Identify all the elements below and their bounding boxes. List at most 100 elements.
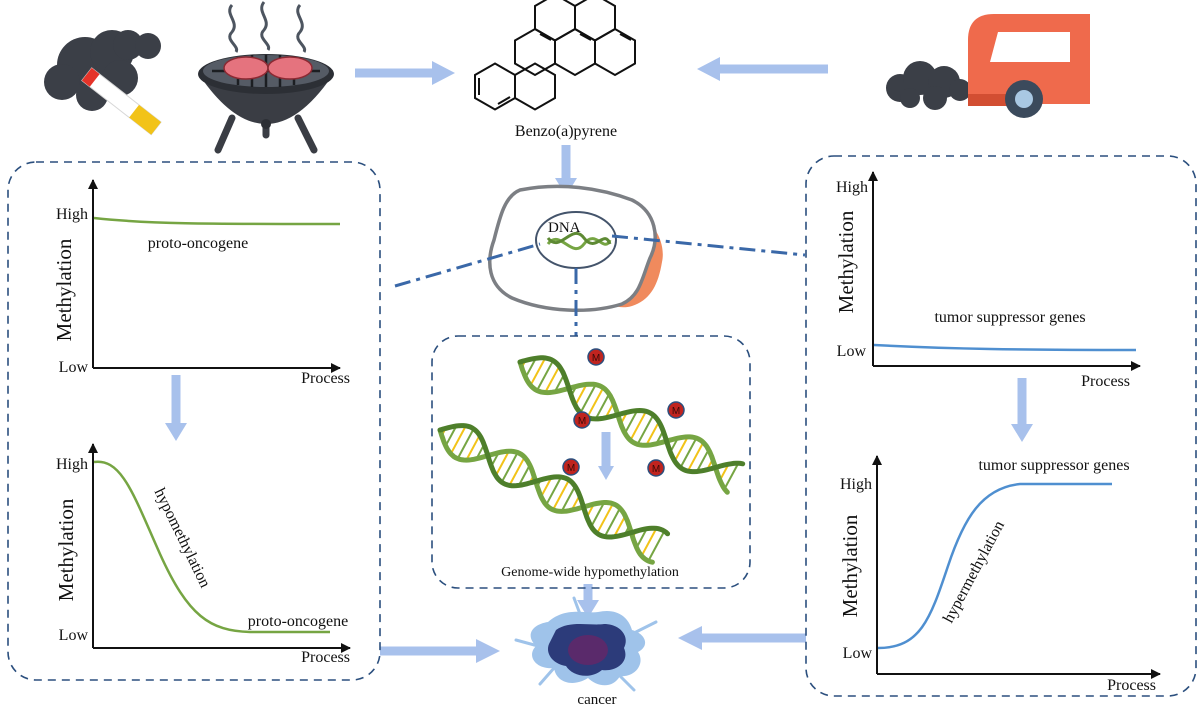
x-axis-label: Process [301, 370, 350, 387]
y-axis-label: Methylation [52, 238, 76, 341]
helix-rung [629, 410, 647, 441]
x-axis-label: Process [301, 649, 350, 666]
left-panel [7, 161, 381, 681]
center-panel [431, 335, 751, 589]
helix-rung [596, 503, 614, 534]
helix-rung [456, 428, 475, 460]
helix-rung [529, 357, 547, 386]
dna-helix-2 [437, 423, 671, 565]
dna-helix-1 [517, 355, 746, 495]
y-high-label: High [56, 206, 88, 223]
hypomethylation-curve [93, 460, 330, 634]
chart-right-top: High Low Methylation Process tumor suppr… [834, 171, 1141, 390]
smoke-cloud-left [44, 30, 161, 111]
helix-rung [524, 357, 537, 378]
helix-rung [594, 393, 611, 420]
trend-label: hypermethylation [940, 518, 1008, 626]
helix-rung [613, 515, 627, 538]
helix-strand [437, 423, 671, 540]
helix-rung [560, 485, 576, 512]
methyl-mark [647, 459, 665, 477]
trend-label: hypomethylation [151, 486, 214, 591]
hypermethylation-curve [877, 482, 1112, 650]
helix-rung [545, 476, 562, 506]
helix-rung [444, 425, 458, 447]
helix-rung [586, 387, 605, 418]
helix-rung [635, 528, 648, 549]
curve-label: tumor suppressor genes [934, 309, 1085, 326]
cancer-cell-icon [514, 596, 658, 692]
y-low-label: Low [843, 645, 873, 662]
exhaust-smoke [886, 61, 971, 110]
helix-rung [536, 360, 555, 391]
methyl-mark [667, 401, 685, 419]
helix-rung [723, 462, 740, 490]
chart-left-bottom: High Low Methylation Process proto-oncog… [54, 443, 351, 666]
proto-oncogene-curve [93, 216, 341, 226]
helix-rung [552, 479, 570, 511]
cancer-label: cancer [577, 692, 616, 708]
chart-left-top: High Low Methylation Process proto-oncog… [52, 179, 350, 387]
y-high-label: High [836, 179, 868, 196]
arrow-grill-to-molecule [355, 61, 455, 85]
steam-lines [228, 1, 307, 53]
benzopyrene-structure-icon [474, 0, 636, 111]
y-low-label: Low [59, 359, 89, 376]
helix-strand [437, 427, 655, 565]
right-panel [805, 155, 1197, 697]
tumor-suppressor-curve [873, 343, 1137, 352]
curve-label: tumor suppressor genes [978, 457, 1129, 474]
curve-label: proto-oncogene [148, 235, 248, 252]
helix-rung [679, 437, 698, 469]
molecule-label: Benzo(a)pyrene [515, 123, 617, 140]
connector-lines [394, 234, 806, 336]
center-caption: Genome-wide hypomethylation [501, 565, 679, 580]
cigarette-icon [44, 30, 162, 136]
helix-rung [579, 384, 597, 414]
helix-rung [574, 383, 588, 406]
arrow-left-top-to-bottom [165, 375, 187, 441]
y-low-label: Low [59, 627, 89, 644]
y-axis-label: Methylation [838, 514, 862, 617]
y-axis-label: Methylation [834, 210, 858, 313]
cell-icon [488, 184, 663, 312]
helix-rung [500, 452, 519, 483]
methyl-mark-label: M [592, 353, 600, 364]
helix-rung [544, 365, 561, 393]
y-high-label: High [56, 456, 88, 473]
chart-right-bottom: High Low Methylation Process tumor suppr… [838, 455, 1161, 694]
helix-rung [449, 425, 467, 455]
helix-rung [494, 450, 510, 477]
helix-rung [465, 434, 481, 461]
y-high-label: High [840, 476, 872, 493]
methyl-mark-label: M [567, 463, 575, 474]
x-axis-label: Process [1107, 677, 1156, 694]
helix-strand [517, 359, 730, 495]
helix-rung [603, 507, 621, 538]
arrow-center-to-cancer [577, 584, 599, 618]
methyl-mark [573, 411, 591, 429]
helix-rung [645, 421, 660, 446]
arrow-truck-to-molecule [697, 57, 828, 81]
grill-icon [198, 1, 334, 154]
y-axis-label: Methylation [54, 498, 78, 601]
helix-rung [695, 449, 710, 472]
arrow-left-to-cancer [380, 639, 500, 663]
helix-rung [508, 456, 526, 486]
helix-strand [517, 355, 746, 475]
helix-rung [640, 527, 658, 557]
helix-rung [590, 502, 605, 528]
arrow-right-top-to-bottom [1011, 378, 1033, 442]
arrow-dna-down [598, 432, 614, 480]
methyl-mark [562, 458, 580, 476]
methyl-mark [587, 348, 605, 366]
curve-label: proto-oncogene [248, 613, 348, 630]
helix-rung [636, 414, 655, 445]
methyl-mark-label: M [578, 416, 586, 427]
y-low-label: Low [837, 343, 867, 360]
helix-rung [647, 530, 666, 562]
arrow-right-to-cancer [678, 626, 806, 650]
x-axis-label: Process [1081, 373, 1130, 390]
